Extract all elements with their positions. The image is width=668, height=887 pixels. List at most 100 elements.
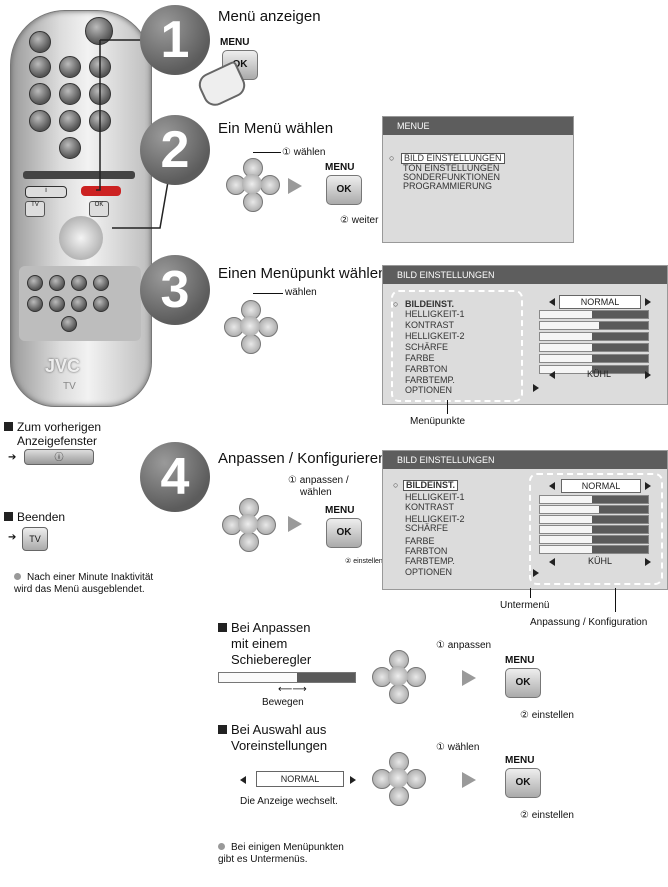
menu-item[interactable]: BILDEINST. (405, 299, 455, 309)
menu-slider[interactable] (539, 505, 649, 514)
menu-slider[interactable] (539, 525, 649, 534)
nav-pad (59, 216, 103, 260)
dpad[interactable] (224, 300, 278, 354)
connector-lines (96, 39, 171, 229)
dpad[interactable] (372, 752, 426, 806)
ok-button[interactable]: OK (326, 518, 362, 548)
menu-item[interactable]: KONTRAST (405, 502, 455, 512)
menu-item[interactable]: HELLIGKEIT-1 (405, 492, 465, 502)
arrow-icon: ➔ (8, 532, 17, 543)
menu-item[interactable]: SCHÄRFE (405, 342, 449, 352)
menu-item[interactable]: FARBE (405, 353, 435, 363)
dpad[interactable] (372, 650, 426, 704)
slider-fill (540, 333, 592, 340)
tv-button[interactable]: TV (22, 527, 48, 551)
remote-tv-label: TV (63, 381, 76, 392)
slider-title-2: mit einem (231, 636, 288, 651)
menu-item[interactable]: HELLIGKEIT-1 (405, 309, 465, 319)
menu-slider[interactable] (539, 545, 649, 554)
menu-item[interactable]: SCHÄRFE (405, 523, 449, 533)
menu-item[interactable]: FARBTON (405, 546, 448, 556)
timeout-note: Nach einer Minute Inaktivität wird das M… (14, 572, 154, 596)
menu-slider[interactable] (539, 321, 649, 330)
left-arrow-icon[interactable] (549, 298, 555, 306)
left-arrow-icon[interactable] (549, 371, 555, 379)
dpad[interactable] (226, 158, 280, 212)
left-arrow-icon[interactable] (549, 482, 555, 490)
menu-item[interactable]: OPTIONEN (405, 567, 453, 577)
preset-selector[interactable]: NORMAL (561, 479, 641, 493)
menu-slider[interactable] (539, 495, 649, 504)
preset-selector[interactable]: NORMAL (559, 295, 641, 309)
tv-key: TV (25, 201, 45, 217)
menu-label: MENU (220, 37, 250, 48)
step-2-title: Ein Menü wählen (218, 120, 334, 137)
info-key: i (25, 186, 67, 198)
menu-item[interactable]: BILDEINST. (403, 480, 459, 491)
menu-slider[interactable] (539, 535, 649, 544)
menu-item[interactable]: KONTRAST (405, 320, 455, 330)
preset-selector[interactable]: KÜHL (587, 556, 612, 566)
menu-item[interactable]: OPTIONEN (405, 385, 453, 395)
menu-slider[interactable] (539, 365, 649, 374)
right-arrow-icon[interactable] (645, 298, 651, 306)
menu-screen-adjust: BILD EINSTELLUNGEN ○ BILDEINST. HELLIGKE… (382, 450, 668, 590)
demo-slider[interactable] (218, 672, 356, 683)
right-arrow-icon[interactable] (645, 482, 651, 490)
menu-item[interactable]: SONDERFUNKTIONEN (403, 172, 501, 182)
menu-item[interactable]: FARBTEMP. (405, 556, 455, 566)
menu-item[interactable]: PROGRAMMIERUNG (403, 181, 493, 191)
submenu-footnote: Bei einigen Menüpunkten gibt es Untermen… (218, 842, 348, 866)
dpad[interactable] (222, 498, 276, 552)
submenu-arrow-icon (533, 569, 539, 577)
red-key (81, 186, 121, 196)
remote-button (93, 296, 109, 312)
menu-item[interactable]: TON EINSTELLUNGEN (403, 163, 500, 173)
arrow-icon (462, 670, 476, 686)
remote-button (29, 56, 51, 78)
menu-slider[interactable] (539, 332, 649, 341)
remote-control: i TV OK JVC TV (10, 10, 152, 407)
arrow-icon: ➔ (8, 452, 17, 463)
right-arrow-icon[interactable] (645, 558, 651, 566)
slider-fill (540, 526, 592, 533)
left-arrow-icon[interactable] (549, 558, 555, 566)
menu-slider[interactable] (539, 310, 649, 319)
slider-fill (540, 506, 600, 513)
menu-title: BILD EINSTELLUNGEN (383, 266, 667, 284)
slider-fill (540, 516, 592, 523)
ok-button[interactable]: OK (505, 668, 541, 698)
preset-selector[interactable]: NORMAL (256, 771, 344, 787)
menu-label: MENU (505, 655, 535, 666)
ok-button[interactable]: OK (326, 175, 362, 205)
right-arrow-icon[interactable] (350, 776, 356, 784)
left-arrow-icon[interactable] (240, 776, 246, 784)
pointer-line (253, 293, 283, 294)
select-label: wählen (300, 487, 332, 498)
remote-button (49, 275, 65, 291)
menu-item[interactable]: FARBE (405, 536, 435, 546)
menu-points-outline (391, 290, 523, 402)
ok-button[interactable]: OK (505, 768, 541, 798)
menu-item[interactable]: BILD EINSTELLUNGEN (401, 153, 505, 164)
menu-item[interactable]: HELLIGKEIT-2 (405, 331, 465, 341)
step-4-badge: 4 (140, 442, 210, 512)
menu-title: BILD EINSTELLUNGEN (383, 451, 667, 469)
preset-title-2: Voreinstellungen (231, 738, 328, 753)
footnote-text: Bei einigen Menüpunkten gibt es Untermen… (218, 842, 344, 865)
display-changes-label: Die Anzeige wechselt. (240, 796, 338, 807)
menu-slider[interactable] (539, 343, 649, 352)
menu-slider[interactable] (539, 354, 649, 363)
pointer-line (447, 400, 448, 414)
timeout-text: Nach einer Minute Inaktivität wird das M… (14, 572, 154, 595)
menu-item[interactable]: FARBTON (405, 364, 448, 374)
info-button[interactable]: ⓘ (24, 449, 94, 465)
back-label: Zum vorherigen (17, 420, 102, 434)
menu-item[interactable]: HELLIGKEIT-2 (405, 514, 465, 524)
menu-slider[interactable] (539, 515, 649, 524)
slider-fill (540, 344, 592, 351)
step-2-badge: 2 (140, 115, 210, 185)
menu-item[interactable]: FARBTEMP. (405, 375, 455, 385)
preset-selector[interactable]: KÜHL (586, 369, 611, 379)
right-arrow-icon[interactable] (645, 371, 651, 379)
